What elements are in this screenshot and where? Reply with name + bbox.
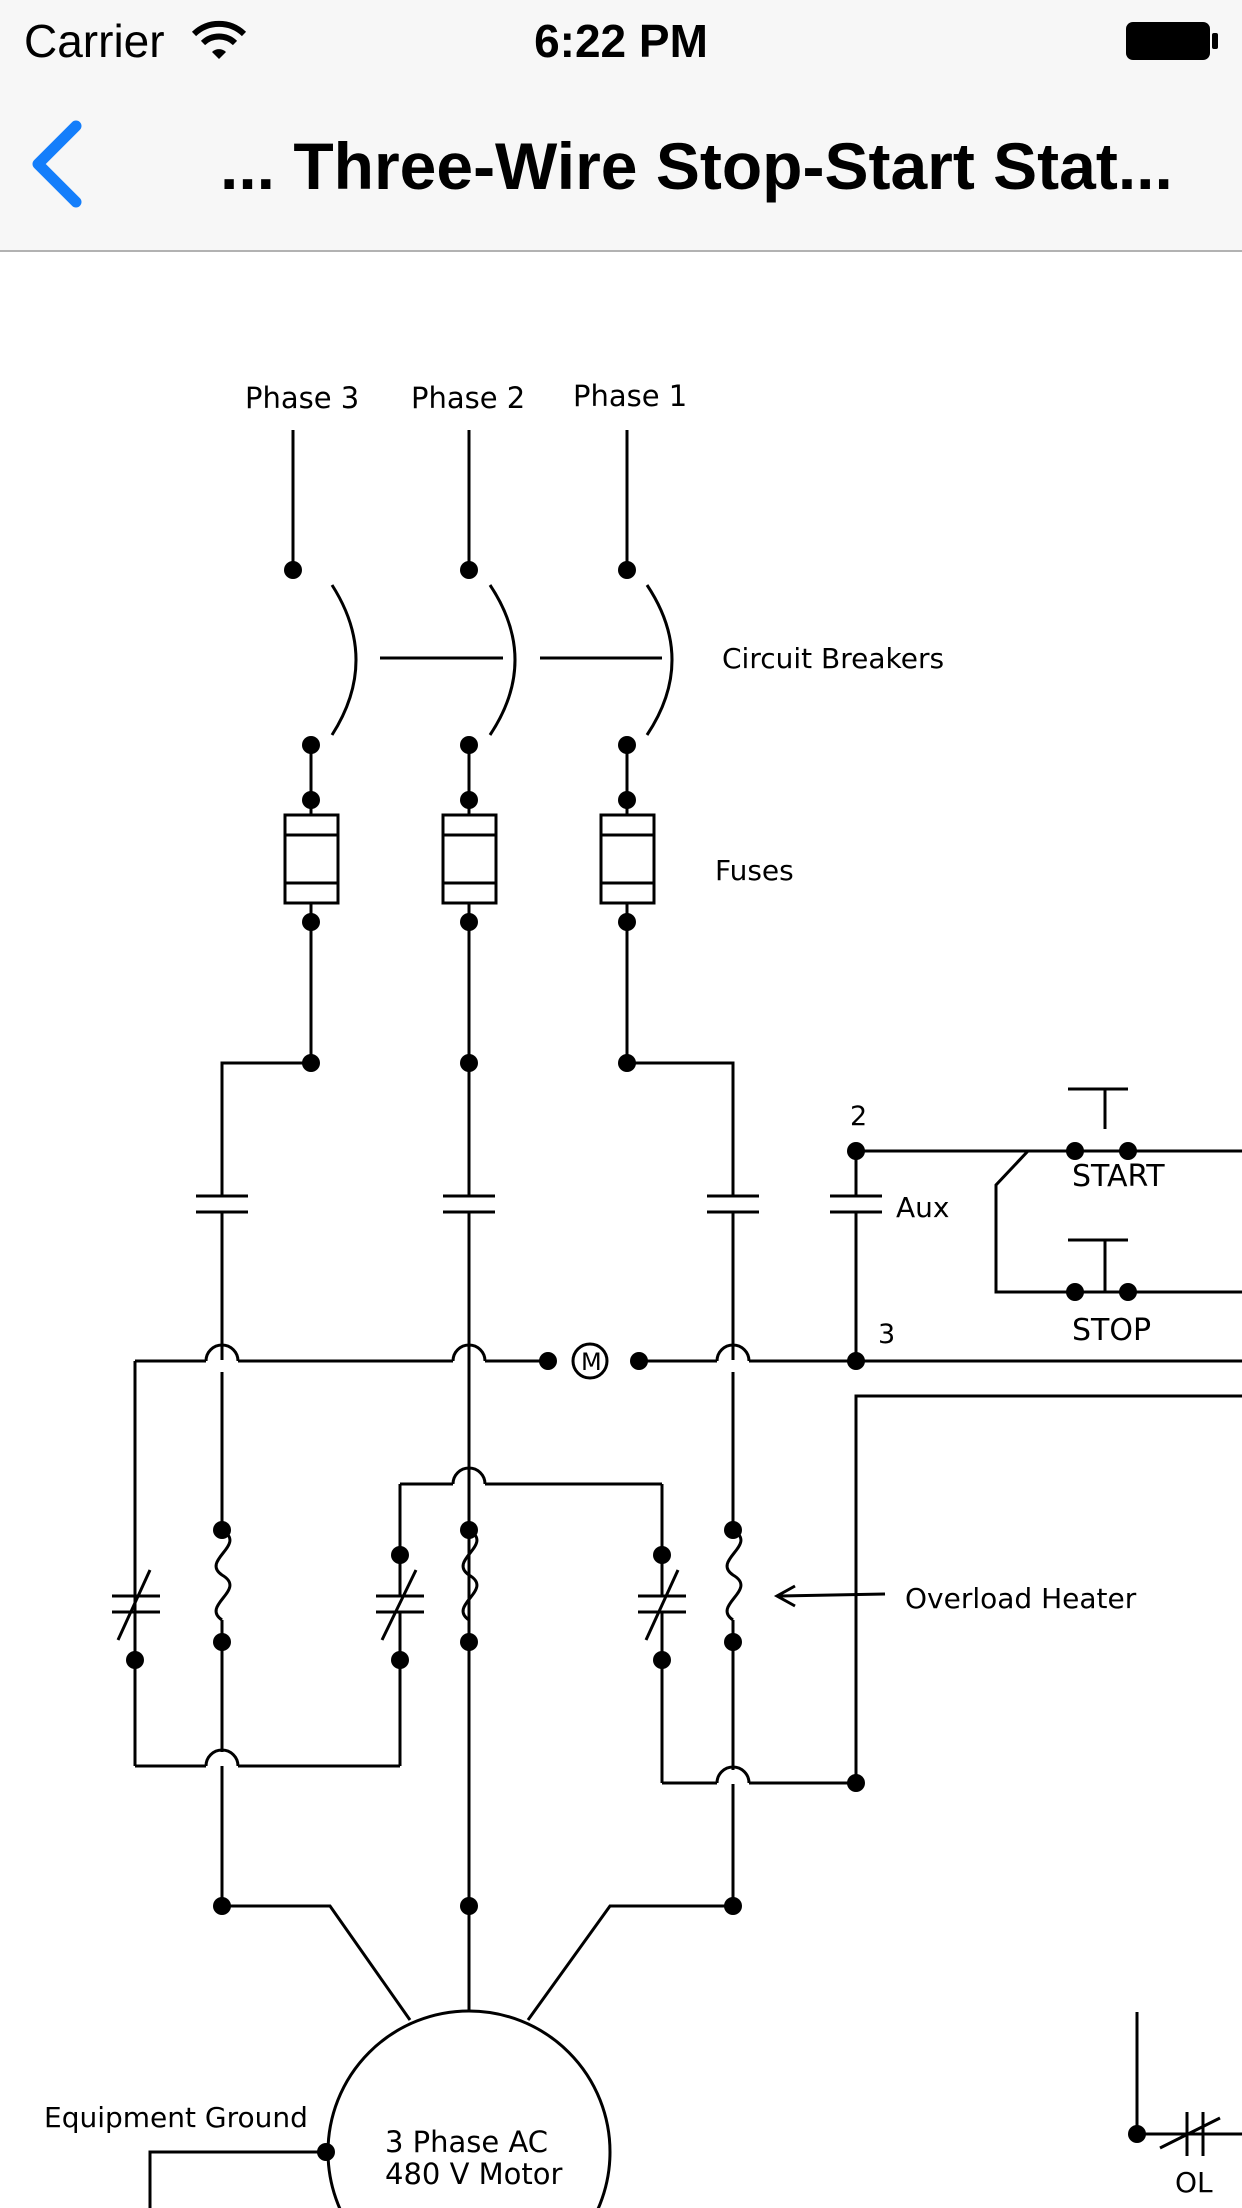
diagram-junctions — [126, 561, 1146, 2161]
battery-icon — [1126, 22, 1218, 60]
phase-1-label: Phase 1 — [573, 379, 687, 413]
motor-line-2-label: 480 V Motor — [385, 2157, 563, 2191]
stop-label: STOP — [1072, 1313, 1151, 1348]
circuit-breakers-label: Circuit Breakers — [722, 642, 944, 675]
phase-2-label: Phase 2 — [411, 381, 525, 415]
status-bar: Carrier 6:22 PM — [0, 0, 1242, 84]
ol-label: OL — [1175, 2166, 1213, 2199]
fuses-label: Fuses — [715, 854, 794, 887]
chevron-left-icon[interactable] — [18, 114, 98, 214]
node-2-label: 2 — [850, 1101, 867, 1132]
phase-3-label: Phase 3 — [245, 381, 359, 415]
node-3-label: 3 — [878, 1319, 895, 1350]
carrier-label: Carrier — [24, 15, 165, 67]
motor-symbol-label: M — [581, 1348, 602, 1376]
equipment-ground-label: Equipment Ground — [44, 2101, 308, 2134]
overload-heater-label: Overload Heater — [905, 1582, 1137, 1615]
diagram-wires — [112, 430, 1242, 2208]
wiring-diagram: Phase 3 Phase 2 Phase 1 Circuit Breakers… — [44, 379, 1242, 2208]
status-time: 6:22 PM — [534, 15, 708, 67]
page-title: ... Three-Wire Stop-Start Stat... — [220, 129, 1173, 203]
aux-label: Aux — [896, 1191, 949, 1224]
wifi-icon — [192, 20, 246, 59]
navigation-bar: ... Three-Wire Stop-Start Stat... — [0, 84, 1242, 252]
start-label: START — [1072, 1159, 1165, 1194]
motor-line-1-label: 3 Phase AC — [385, 2125, 548, 2159]
